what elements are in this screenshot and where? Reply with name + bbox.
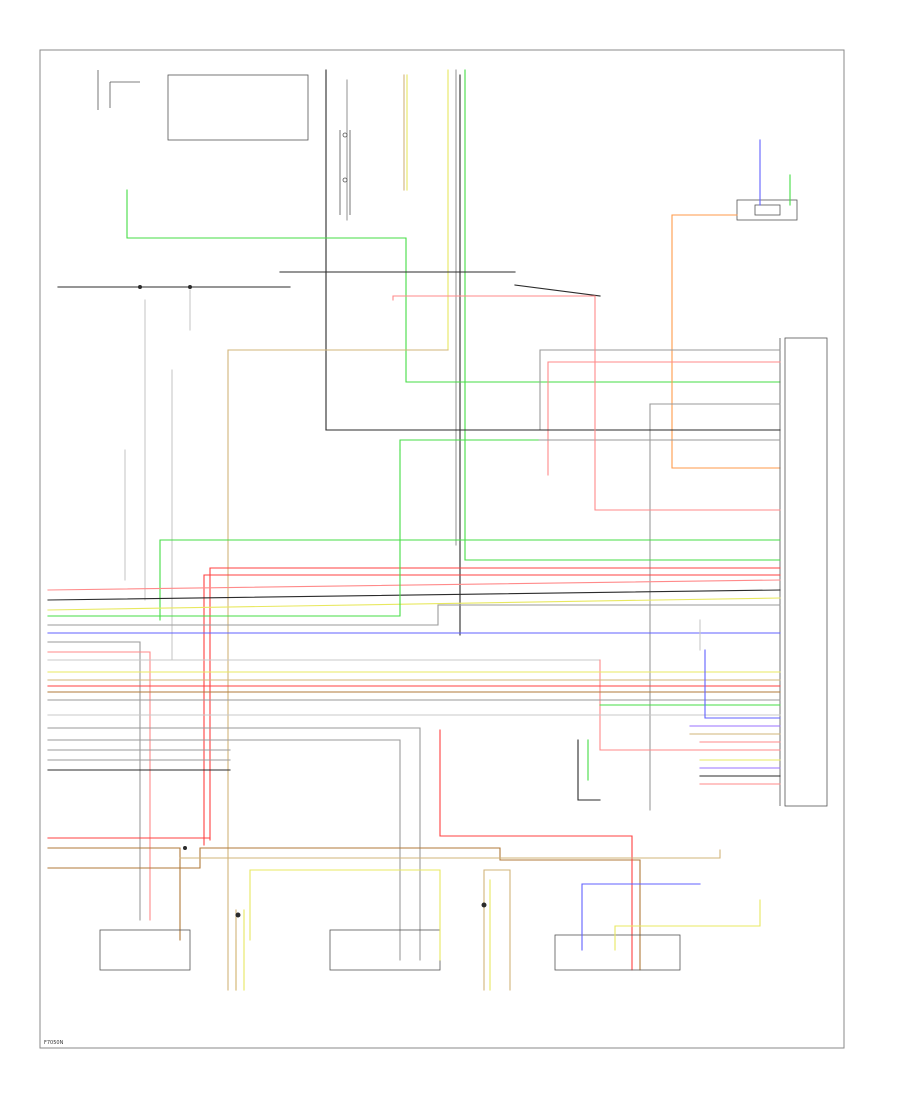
fuse-box-hot-at-all-times	[97, 70, 140, 110]
relay-component	[339, 130, 351, 215]
footer-code: F7050N	[44, 1040, 64, 1046]
sensor-top-right	[736, 139, 798, 221]
ground-junction-left	[235, 909, 245, 991]
diagram-frame	[39, 49, 845, 1049]
ground-junction-middle	[483, 869, 511, 991]
sensor-lower-right	[554, 883, 761, 971]
sensor-lower-left	[99, 929, 191, 971]
fuse-box-hot-at-all-times-2	[167, 74, 309, 141]
engine-control-module-connector	[779, 337, 828, 807]
sensor-lower-middle	[249, 869, 441, 971]
